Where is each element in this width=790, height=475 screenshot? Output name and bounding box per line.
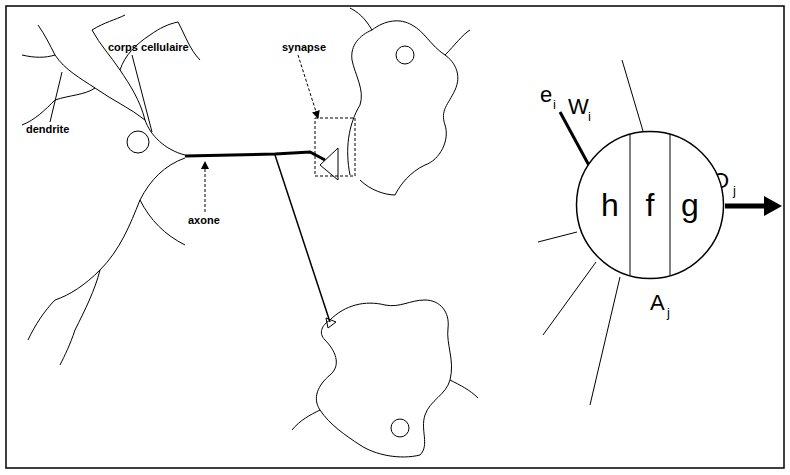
output-index: j: [733, 184, 736, 197]
output-arrowhead: [764, 196, 782, 216]
axon: [185, 152, 325, 160]
leader-line: [298, 55, 318, 118]
input-line: [543, 262, 596, 335]
leader-line: [132, 55, 152, 132]
axon-branch: [275, 155, 330, 322]
function-letter: h: [601, 189, 619, 221]
neuron-symbol: A: [650, 292, 665, 314]
input-index: i: [553, 98, 556, 111]
function-letter: f: [646, 189, 655, 221]
function-letter: g: [681, 189, 699, 221]
neuron-circle: hfg: [575, 130, 725, 280]
input-symbol: e: [540, 84, 552, 106]
part-name: corps cellulaire: [108, 42, 189, 53]
neuron-index: j: [667, 306, 670, 319]
input-line: [590, 277, 620, 405]
output-arrow: [725, 204, 768, 209]
leader-line: [205, 162, 206, 212]
synapse-box: [315, 118, 355, 176]
part-name: dendrite: [26, 124, 69, 135]
synapse-terminal: [320, 148, 338, 180]
synapse-terminal: [326, 318, 336, 328]
biological-neuron: [22, 8, 478, 457]
input-line: [622, 60, 643, 131]
part-name: synapse: [282, 42, 326, 53]
leader-line: [50, 72, 62, 122]
frame: [6, 6, 784, 468]
input-line: [538, 232, 577, 242]
weight-index: i: [588, 110, 591, 123]
weight-symbol: W: [568, 96, 589, 118]
part-name: axone: [188, 215, 220, 226]
